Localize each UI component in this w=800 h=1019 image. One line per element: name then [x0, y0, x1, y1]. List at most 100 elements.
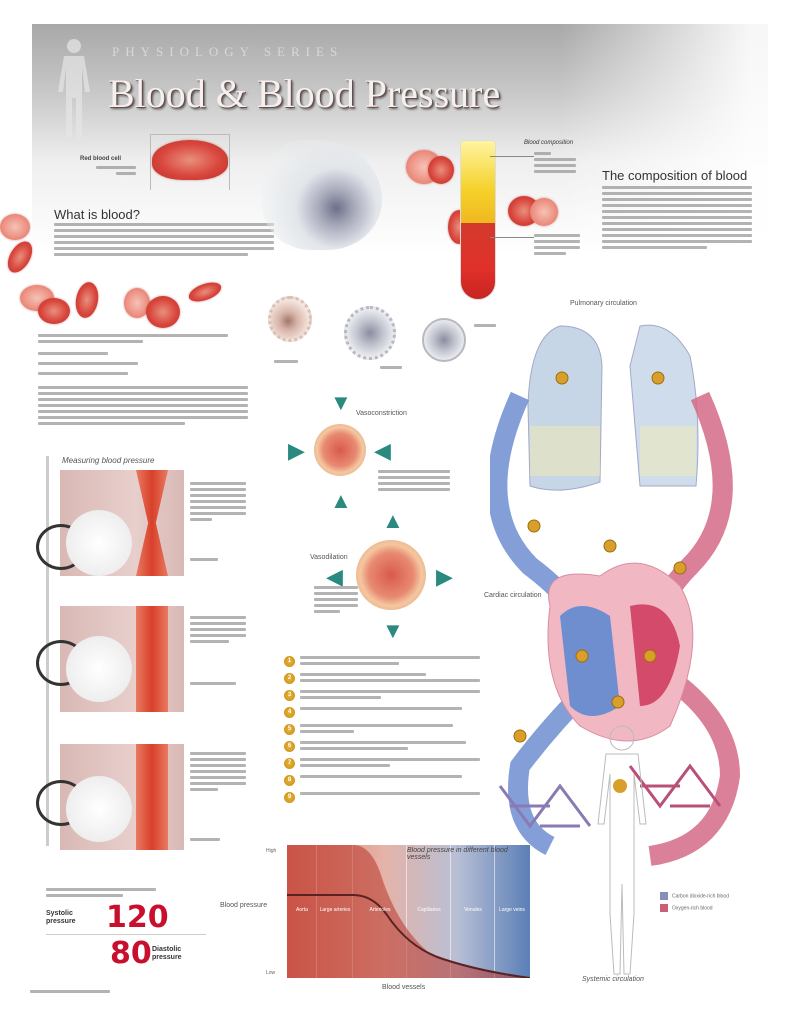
arrow-up-icon: ▲ [382, 508, 404, 533]
bp-step-3-label [190, 838, 220, 841]
chart-category: Large veins [499, 907, 525, 913]
rbc-caption: Red blood cell [80, 156, 122, 162]
rbc-illustration [124, 288, 150, 318]
chart-title: Blood pressure in different blood vessel… [407, 847, 508, 861]
legend-swatch [660, 892, 668, 900]
rbc-illustration [0, 214, 30, 240]
chart-xlabel: Blood vessels [382, 984, 426, 991]
circulation-diagram [490, 324, 741, 866]
chart-category: Large arteries [319, 907, 351, 913]
cell-label [474, 324, 496, 327]
readings-intro [46, 888, 156, 897]
bp-step-2-label [190, 682, 236, 685]
human-body-outline [597, 725, 647, 975]
systolic-label: Systolic pressure [46, 910, 76, 925]
composition-text [602, 186, 752, 249]
macrophage-illustration [262, 140, 382, 250]
human-figure-icon [58, 39, 90, 138]
arrow-left-icon: ◀ [374, 438, 391, 463]
bp-step-1-text [190, 482, 246, 521]
rbc-illustration [530, 198, 558, 226]
step-badge: 3 [284, 690, 295, 701]
cardiac-label: Cardiac circulation [484, 592, 542, 599]
pulmonary-label: Pulmonary circulation [570, 300, 637, 307]
list-item: 6 [284, 741, 480, 752]
cell-label [380, 366, 402, 369]
chart-y-high: High [266, 848, 277, 854]
plasma-layer [461, 141, 495, 224]
cells-layer [461, 223, 495, 299]
list-item: 1 [284, 656, 480, 667]
constricted-vessel-illustration [314, 424, 366, 476]
gauge-icon [66, 510, 132, 576]
rbc-caption-detail [96, 166, 136, 175]
list-item: 3 [284, 690, 480, 701]
step-badge: 1 [284, 656, 295, 667]
diastolic-value: 80 [110, 936, 152, 971]
chart-ylabel: Blood pressure [220, 902, 268, 909]
white-cell-illustration [422, 318, 466, 362]
rbc-illustration [73, 280, 101, 320]
dilated-vessel-illustration [356, 540, 426, 610]
copyright-text [30, 990, 110, 993]
series-label: Physiology Series [112, 44, 344, 59]
legend-item: Oxygen-rich blood [660, 904, 729, 912]
rbc-illustration [146, 296, 180, 328]
arrow-left-icon: ◀ [326, 564, 343, 589]
bp-chart: Aorta Large arteries Arterioles Capillar… [287, 845, 530, 978]
blood-composition-heading: Blood composition [524, 140, 574, 146]
cell-label [274, 360, 298, 363]
arrow-down-icon: ▼ [330, 390, 352, 415]
gauge-icon [66, 776, 132, 842]
bp-factors-list [38, 352, 138, 375]
step-badge: 5 [284, 724, 295, 735]
chart-category: Arterioles [369, 907, 391, 913]
turbulent-artery [136, 606, 168, 712]
bp-step-3-text [190, 752, 246, 791]
chart-column [451, 845, 495, 978]
arrow-up-icon: ▲ [330, 488, 352, 513]
list-item: 2 [284, 673, 480, 684]
chart-category: Venules [464, 907, 482, 913]
legend-label: Carbon dioxide-rich blood [672, 893, 729, 900]
vasodilation-label: Vasodilation [310, 554, 348, 561]
chart-category: Aorta [296, 907, 308, 913]
list-item: 7 [284, 758, 480, 769]
systemic-label: Systemic circulation [582, 976, 644, 983]
bp-step-2-text [190, 616, 246, 643]
systolic-value: 120 [106, 900, 169, 935]
white-cell-illustration [268, 296, 312, 342]
rbc-illustration [38, 298, 70, 324]
bp-step-1-label [190, 558, 218, 561]
leader-line [490, 156, 534, 157]
bp-intro-text [38, 334, 228, 343]
step-badge: 2 [284, 673, 295, 684]
vasoconstriction-label: Vasoconstriction [356, 410, 407, 417]
list-item: 8 [284, 775, 480, 786]
arrow-down-icon: ▼ [382, 618, 404, 643]
cells-list [534, 234, 580, 255]
chart-category: Capillaries [417, 907, 441, 913]
chart-y-low: Low [266, 970, 276, 976]
step-badge: 8 [284, 775, 295, 786]
reading-divider [46, 934, 206, 935]
step-badge: 4 [284, 707, 295, 718]
circulation-steps-list: 1 2 3 4 5 6 7 8 9 [284, 656, 480, 809]
measuring-heading: Measuring blood pressure [62, 456, 155, 465]
poster-title: Blood & Blood Pressure [108, 71, 501, 116]
step-badge: 6 [284, 741, 295, 752]
legend-item: Carbon dioxide-rich blood [660, 892, 729, 900]
chart-column [353, 845, 407, 978]
rbc-measure-frame [150, 134, 230, 190]
rbc-illustration [428, 156, 454, 184]
arrow-right-icon: ▶ [436, 564, 453, 589]
open-artery [136, 744, 168, 850]
plasma-list [534, 152, 576, 173]
list-item: 4 [284, 707, 480, 718]
leader-line [490, 237, 534, 238]
rbc-illustration [186, 278, 224, 306]
gauge-icon [66, 636, 132, 702]
rbc-illustration [152, 140, 228, 180]
chart-column [407, 845, 451, 978]
vasoconstriction-text [378, 470, 450, 491]
